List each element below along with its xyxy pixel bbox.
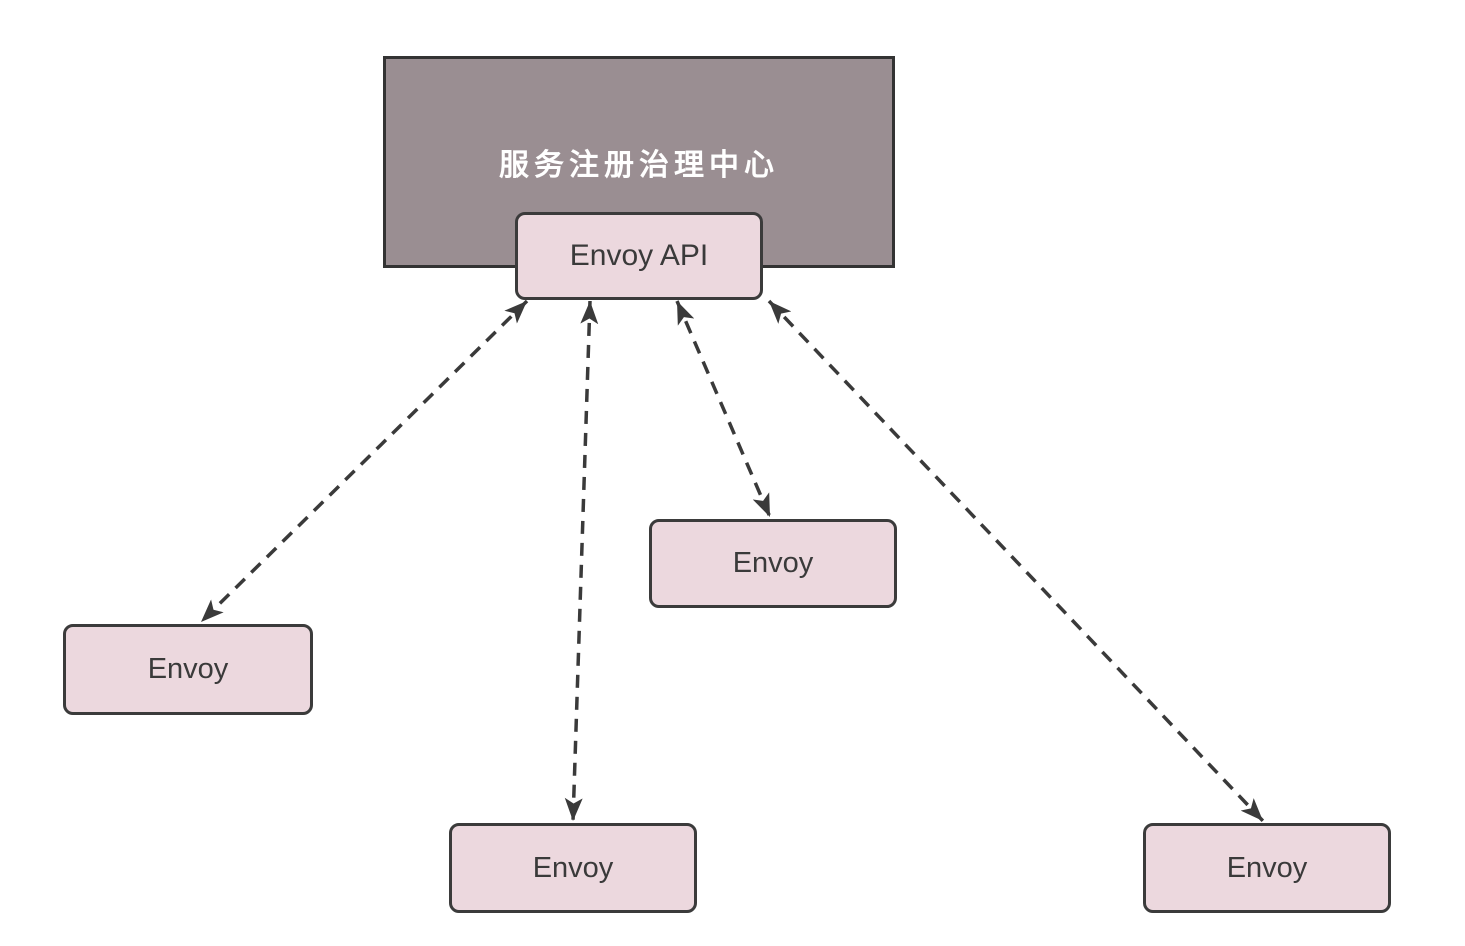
envoy-api-label: Envoy API — [569, 239, 709, 272]
edge-envoy-api-to-envoy-left — [199, 299, 529, 624]
edge-envoy-api-to-envoy-bottom-right — [767, 299, 1265, 823]
envoy-box-left: Envoy — [63, 624, 313, 715]
envoy-box-middle: Envoy — [649, 519, 897, 608]
edge-envoy-api-to-envoy-bottom-center — [564, 300, 599, 822]
envoy-label: Envoy — [532, 851, 614, 884]
registry-center-label: 服务注册治理中心 — [499, 149, 779, 182]
edge-envoy-api-to-envoy-middle — [675, 300, 772, 518]
envoy-box-bottom-right: Envoy — [1143, 823, 1391, 913]
envoy-box-bottom-center: Envoy — [449, 823, 697, 913]
envoy-api-box: Envoy API — [515, 212, 763, 300]
envoy-label: Envoy — [1226, 851, 1308, 884]
envoy-label: Envoy — [147, 653, 229, 685]
envoy-label: Envoy — [732, 547, 814, 579]
